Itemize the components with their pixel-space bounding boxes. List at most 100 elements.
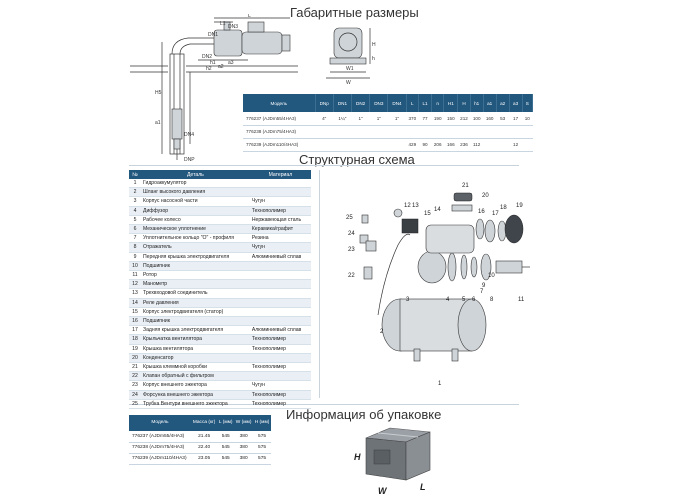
dims-cell: 160 <box>483 112 497 126</box>
callout-number: 22 <box>348 273 355 279</box>
parts-cell: 3 <box>129 196 141 207</box>
pack-cell: 545 <box>217 431 235 443</box>
dims-header-cell: h1 <box>470 94 484 112</box>
parts-cell: Шланг высокого давления <box>141 187 250 198</box>
parts-cell: 20 <box>129 353 141 364</box>
callout-number: 6 <box>472 297 476 303</box>
pack-header-cell: H (мм) <box>253 415 271 431</box>
parts-cell: 16 <box>129 316 141 327</box>
dim-label-dn3: DN3 <box>228 24 238 30</box>
parts-cell: Механическое уплотнение <box>141 224 250 235</box>
parts-cell: Нержавеющая сталь <box>249 215 311 226</box>
box-label-l: L <box>420 482 426 492</box>
callout-number: 9 <box>482 283 486 289</box>
parts-cell <box>249 371 311 382</box>
dims-cell: 776239 (AJDm110/4HA3) <box>243 138 316 152</box>
dim-label-a3: a3 <box>228 60 234 66</box>
parts-header-cell: Деталь <box>141 170 250 179</box>
column-divider <box>319 170 320 398</box>
dims-cell: 776237 (AJDm55/4HA3) <box>243 112 316 126</box>
parts-cell: Технополимер <box>249 390 311 400</box>
parts-cell: 22 <box>129 371 141 382</box>
dims-header-cell: n <box>431 94 445 112</box>
dim-label-h: H <box>372 42 376 48</box>
parts-cell: 21 <box>129 362 141 373</box>
dims-header-cell: DN4 <box>387 94 407 112</box>
dims-cell <box>522 138 533 152</box>
dims-header-cell: a3 <box>509 94 523 112</box>
callout-number: 12 <box>404 203 411 209</box>
parts-cell: Подшипник <box>141 316 250 327</box>
dims-cell <box>369 125 388 139</box>
callout-number: 1 <box>438 381 442 387</box>
dimensions-title: Габаритные размеры <box>290 5 419 20</box>
dims-cell <box>315 138 334 152</box>
parts-cell: 17 <box>129 325 141 336</box>
parts-cell: Подшипник <box>141 261 250 272</box>
pack-header-cell: Модель <box>129 415 191 431</box>
dims-cell: 190 <box>431 112 444 126</box>
pack-cell: 380 <box>234 453 254 465</box>
dim-label-a2: a2 <box>218 64 224 70</box>
parts-cell: Чугун <box>249 196 311 207</box>
parts-cell: 5 <box>129 215 141 226</box>
callout-number: 11 <box>518 297 525 303</box>
parts-cell <box>249 316 311 327</box>
dims-cell: 17 <box>509 112 523 126</box>
pack-cell: 22.40 <box>190 442 218 454</box>
parts-cell: Алюминиевый сплав <box>249 252 311 262</box>
callout-number: 19 <box>516 203 523 209</box>
pack-cell: 23.05 <box>190 453 218 465</box>
parts-cell: 15 <box>129 307 141 318</box>
pack-cell: 575 <box>253 442 271 454</box>
dims-header-cell: DN3 <box>369 94 389 112</box>
dims-header-cell: S <box>522 94 534 112</box>
parts-cell: Диффузор <box>141 206 250 216</box>
box-label-h: H <box>354 452 361 462</box>
parts-cell <box>249 288 311 299</box>
callout-number: 17 <box>492 211 499 217</box>
parts-cell: Уплотнительное кольцо "О" - профиля <box>141 233 250 244</box>
dims-cell: 1" <box>351 112 370 126</box>
dims-cell <box>315 125 334 139</box>
parts-cell: 18 <box>129 334 141 345</box>
dims-cell: 166 <box>443 138 458 152</box>
parts-cell: Технополимер <box>249 344 311 354</box>
callout-number: 21 <box>462 183 469 189</box>
dims-cell <box>443 125 458 139</box>
parts-cell: Трехвходовой соединитель <box>141 288 250 299</box>
callout-number: 25 <box>346 215 353 221</box>
dim-label-h5: H5 <box>155 90 162 96</box>
parts-cell: Клапан обратный с фильтром <box>141 371 250 382</box>
dims-cell <box>496 125 510 139</box>
dims-cell <box>509 125 523 139</box>
parts-cell: Ротор <box>141 270 250 281</box>
parts-cell: Манометр <box>141 279 250 290</box>
parts-cell: Конденсатор <box>141 353 250 364</box>
parts-cell: 19 <box>129 344 141 354</box>
dim-label-w1: W1 <box>346 66 354 72</box>
dims-cell: 100 <box>470 112 484 126</box>
pack-cell: 545 <box>217 442 235 454</box>
dims-header-cell: DN2 <box>351 94 371 112</box>
dims-cell: 150 <box>443 112 458 126</box>
parts-cell: Технополимер <box>249 362 311 373</box>
callout-number: 5 <box>462 297 466 303</box>
pack-cell: 575 <box>253 453 271 465</box>
dim-label-h-small: h <box>372 56 375 62</box>
dim-label-l: L <box>248 14 251 19</box>
dims-cell <box>522 125 533 139</box>
